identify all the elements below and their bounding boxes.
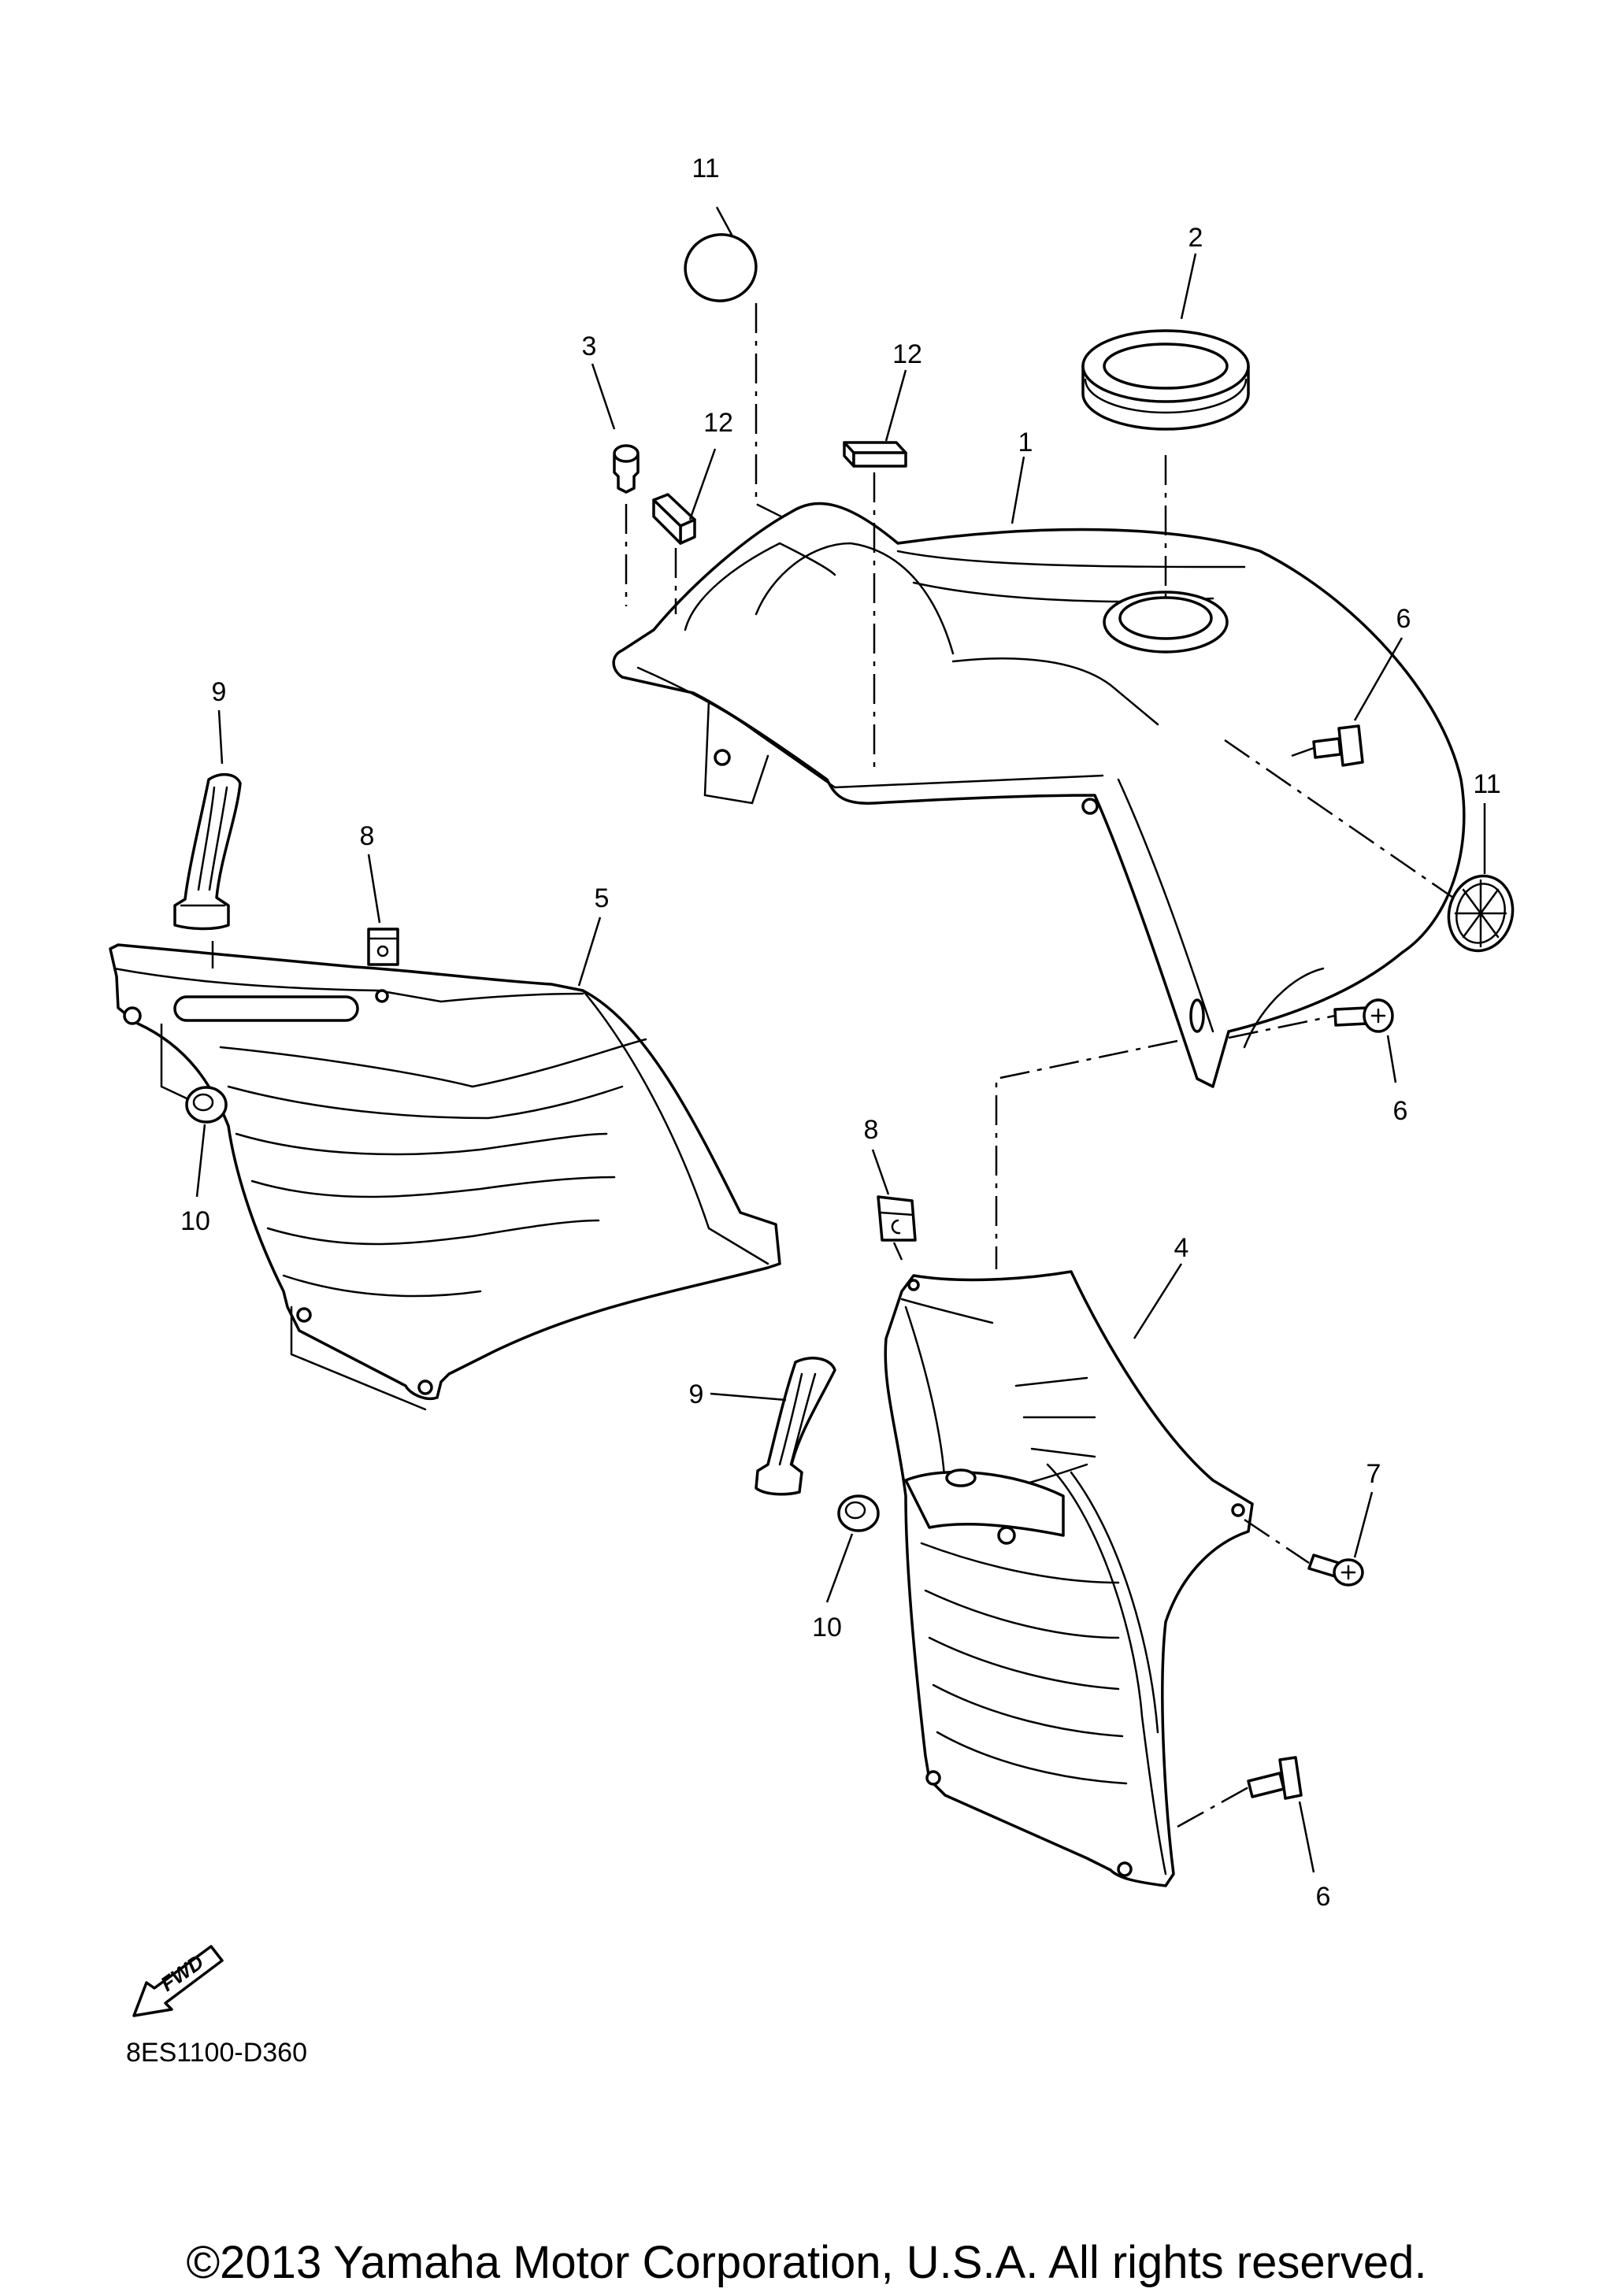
callout-2: 2 xyxy=(1188,223,1203,253)
bolt-part-6-tank-top xyxy=(1312,724,1364,767)
forward-direction-arrow: FWD xyxy=(132,1945,224,2017)
emblem-part-11-side xyxy=(1447,874,1515,953)
callout-7: 7 xyxy=(1366,1459,1381,1489)
grommet-part-10-left xyxy=(185,1086,228,1124)
callout-1: 1 xyxy=(1018,428,1033,457)
callout-12-left: 12 xyxy=(703,408,733,438)
grommet-part-10-right xyxy=(837,1494,880,1532)
strap-part-9-right xyxy=(755,1357,836,1496)
callout-10-left: 10 xyxy=(180,1206,210,1236)
callout-11-top: 11 xyxy=(692,154,719,183)
callout-labels: 11 2 3 12 12 1 6 11 6 9 8 5 10 8 4 9 7 1… xyxy=(180,154,1501,1912)
fuel-tank-part-1 xyxy=(612,502,1466,1088)
callout-8-right: 8 xyxy=(864,1115,879,1145)
filler-ring-part-2 xyxy=(1081,329,1250,431)
bolt-part-6-tank-side xyxy=(1333,998,1394,1033)
callout-5: 5 xyxy=(595,883,610,913)
nut-clip-part-8-left xyxy=(367,928,399,966)
callout-8-left: 8 xyxy=(360,821,375,851)
side-cover-part-5-left xyxy=(109,943,781,1411)
callout-3: 3 xyxy=(582,331,597,361)
callout-9-left: 9 xyxy=(212,677,227,707)
bolt-part-6-cover xyxy=(1247,1756,1303,1800)
callout-leaders xyxy=(195,206,1486,1873)
strap-part-9-left xyxy=(173,773,242,931)
nut-clip-part-8-right xyxy=(877,1195,917,1242)
copyright-notice: ©2013 Yamaha Motor Corporation, U.S.A. A… xyxy=(186,2237,1427,2288)
emblem-part-11-top xyxy=(684,233,758,302)
callout-6-tank-side: 6 xyxy=(1393,1096,1408,1126)
callout-6-tank-top: 6 xyxy=(1396,604,1411,634)
pad-part-12-left xyxy=(652,493,696,545)
callout-11-side: 11 xyxy=(1473,769,1500,799)
side-cover-part-4-right xyxy=(884,1270,1254,1887)
callout-10-right: 10 xyxy=(812,1613,842,1642)
callout-6-cover: 6 xyxy=(1316,1882,1331,1912)
pad-part-12-right xyxy=(843,441,907,468)
callout-12-right: 12 xyxy=(892,339,922,369)
diagram-reference-code: 8ES1100-D360 xyxy=(126,2038,307,2068)
screw-part-7 xyxy=(1307,1554,1364,1587)
cap-bolt-part-3 xyxy=(613,444,640,494)
alignment-lines xyxy=(160,303,1454,1828)
callout-9-right: 9 xyxy=(689,1379,704,1409)
callout-4: 4 xyxy=(1174,1233,1189,1263)
